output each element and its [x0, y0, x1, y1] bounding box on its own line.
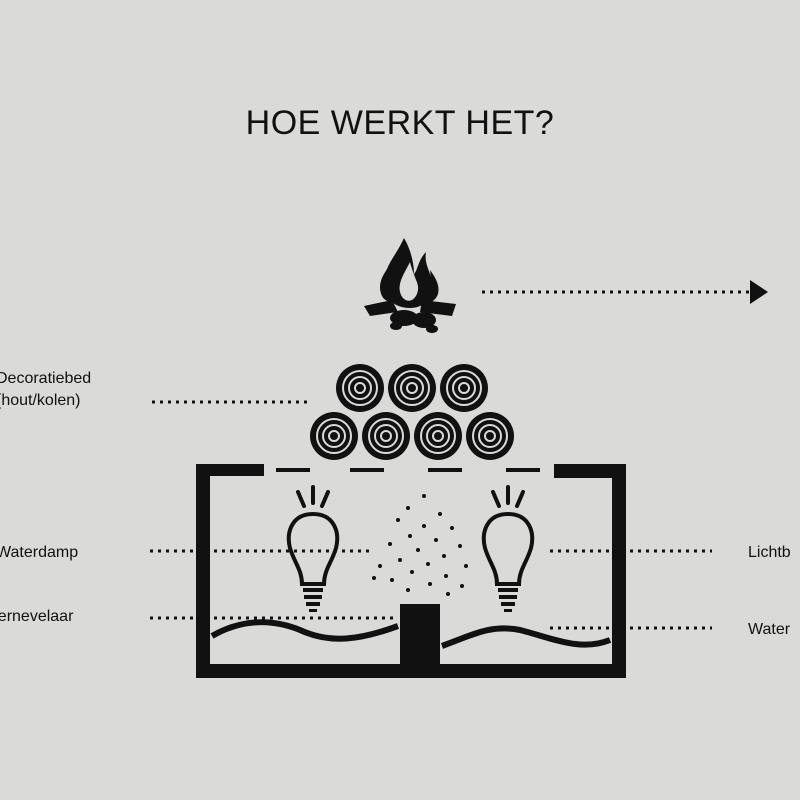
log-icon: [362, 412, 410, 460]
output-arrow: [482, 280, 768, 304]
campfire-icon: [364, 238, 456, 333]
label-decoration-line2: (hout/kolen): [0, 392, 81, 409]
log-icon: [466, 412, 514, 460]
water-wave-left: [210, 619, 400, 642]
atomizer-block: [400, 604, 440, 666]
water-vapour-particles: [372, 494, 468, 596]
label-atomizer: Vernevelaar: [0, 608, 74, 625]
decoration-logs: [310, 364, 514, 460]
grille-slats: [276, 468, 540, 472]
water-wave-right: [440, 625, 612, 649]
label-decoration-line1: Decoratiebed: [0, 370, 92, 387]
light-bulb-icon: [286, 485, 340, 612]
label-light-bulb: Lichtb: [748, 544, 791, 561]
arrow-head-icon: [750, 280, 768, 304]
label-decoration-bed: Decoratiebed (hout/kolen): [0, 368, 91, 412]
log-icon: [310, 412, 358, 460]
log-icon: [440, 364, 488, 412]
label-water: Water: [748, 621, 791, 638]
label-water-vapour: Waterdamp: [0, 544, 79, 561]
log-icon: [388, 364, 436, 412]
light-bulb-icon: [481, 485, 535, 612]
log-icon: [414, 412, 462, 460]
page-title: HOE WERKT HET?: [245, 104, 555, 142]
log-icon: [336, 364, 384, 412]
